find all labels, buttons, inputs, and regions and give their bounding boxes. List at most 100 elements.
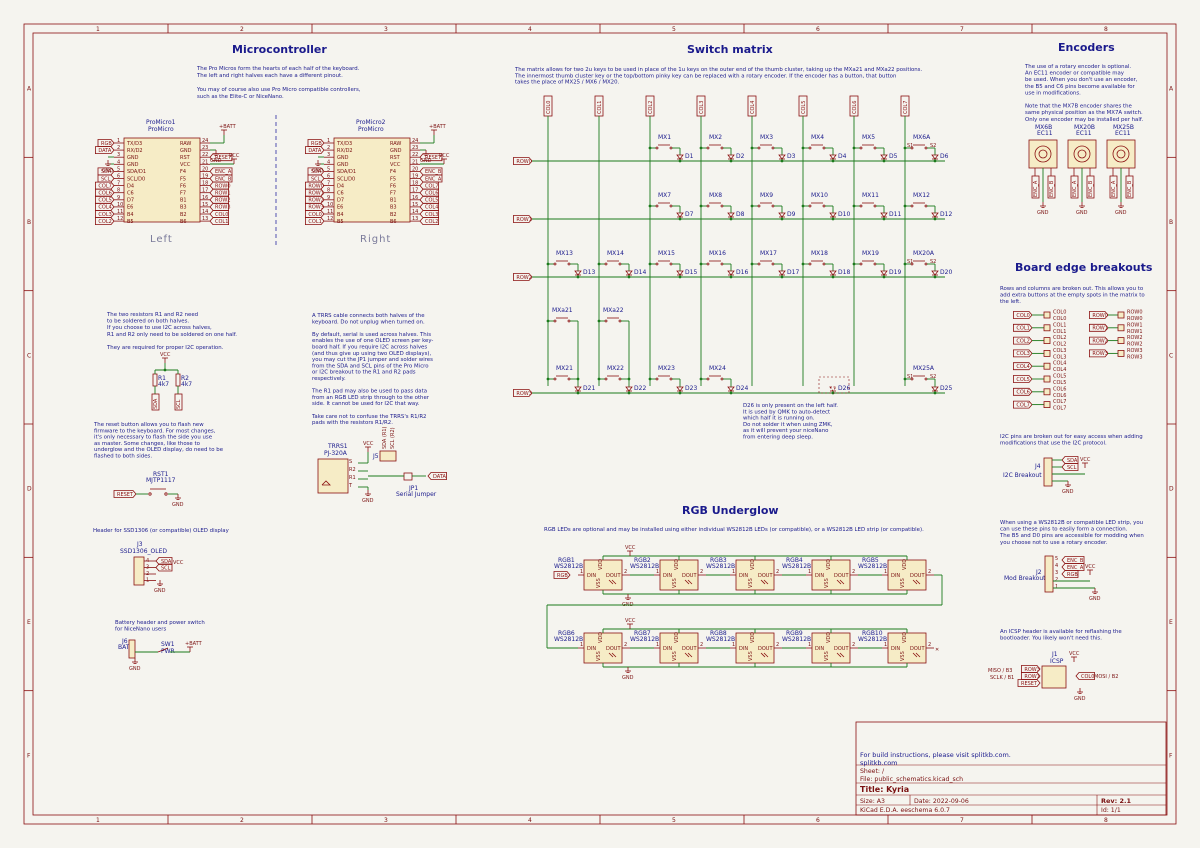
pin-name: B6 bbox=[390, 219, 397, 225]
diode-symbol bbox=[931, 212, 939, 218]
switch-ref: SW1 bbox=[161, 641, 175, 648]
net-label-col3: COL3 bbox=[1013, 349, 1033, 358]
net-label-shape bbox=[305, 188, 325, 197]
key-switch-mx1: MX1 bbox=[648, 134, 681, 155]
net-label-row1: ROW1 bbox=[209, 188, 231, 197]
encoder-value: EC11 bbox=[1076, 130, 1092, 137]
net-label-text: ROW2 bbox=[215, 198, 231, 204]
note-d26-line: D26 is only present on the left half. bbox=[743, 403, 838, 409]
trrs-pin: T bbox=[348, 483, 353, 489]
pin-name: D7 bbox=[337, 198, 344, 204]
net-label-shape bbox=[97, 174, 115, 183]
key-switch-mx20a: MX20A bbox=[903, 250, 936, 271]
net-label-col5: COL5 bbox=[95, 195, 115, 204]
diode-d16: D16 bbox=[727, 269, 748, 279]
led-dout: DOUT bbox=[910, 646, 925, 652]
junction-dot bbox=[678, 159, 682, 163]
net-label-col6: COL6 bbox=[419, 188, 439, 197]
sheet-size: Size: A3 bbox=[860, 798, 885, 805]
encoder-pin-text: ENC_B bbox=[1088, 180, 1094, 197]
note-resistors-line: The two resistors R1 and R2 need bbox=[106, 312, 198, 318]
junction-dot bbox=[831, 217, 835, 221]
net-label-shape bbox=[305, 217, 325, 225]
led-value: WS2812B bbox=[706, 636, 735, 643]
note-trrs-line: By default, serial is used across halves… bbox=[312, 332, 431, 338]
led-ref: RGB8 bbox=[710, 630, 727, 637]
net-label-shape bbox=[427, 472, 447, 480]
mcu-value: ProMicro bbox=[358, 126, 384, 133]
pin-name: E6 bbox=[127, 205, 133, 211]
pin-name: GND bbox=[127, 162, 139, 168]
encoder-shaft bbox=[1038, 149, 1048, 159]
pin-number: 2 bbox=[624, 642, 627, 648]
net-label-text: COL4 bbox=[1016, 364, 1029, 370]
mcu-ref: ProMicro2 bbox=[356, 119, 386, 126]
net-label-shape bbox=[419, 153, 443, 162]
diode-d26: D26 bbox=[818, 376, 850, 395]
pin-number: 24 bbox=[202, 138, 208, 144]
note-encoders-line: same physical position as the MX7A switc… bbox=[1025, 110, 1143, 116]
net-label-text: ROW2 bbox=[308, 198, 324, 204]
net-label-enc_a: ENC_A bbox=[419, 174, 443, 183]
pin-number: 17 bbox=[412, 188, 418, 194]
note-board_edge-line: add extra buttons at the empty spots in … bbox=[1000, 293, 1145, 299]
note-mod-line: When using a WS2812B or compatible LED s… bbox=[1000, 520, 1143, 526]
led-light-glyph bbox=[684, 652, 693, 658]
gnd-label: GND bbox=[1037, 210, 1049, 216]
junction-dot bbox=[576, 377, 580, 381]
zone-row-right: B bbox=[1169, 219, 1173, 226]
net-label-col0: COL0 bbox=[209, 210, 229, 218]
column-label-text: COL7 bbox=[903, 101, 909, 114]
net-label-reset: RESET bbox=[419, 153, 443, 162]
net-label-text: COL5 bbox=[98, 198, 111, 204]
note-d26-line: as it will prevent your niceNano bbox=[743, 428, 828, 434]
note-matrix-line: The innermost thumb cluster key or the t… bbox=[514, 73, 896, 79]
net-label-shape bbox=[1061, 570, 1079, 578]
gnd-symbol: GND bbox=[1074, 688, 1086, 702]
net-label-reset: RESET bbox=[113, 490, 137, 498]
label-box bbox=[1086, 175, 1095, 199]
led-vss: VSS bbox=[596, 578, 602, 588]
net-label-shape bbox=[95, 146, 115, 154]
junction-dot bbox=[801, 146, 805, 150]
pin-name: B2 bbox=[180, 212, 187, 218]
column-label-col1: COL1 bbox=[594, 95, 604, 117]
diode-symbol bbox=[880, 212, 888, 218]
led-light-glyph bbox=[836, 652, 845, 658]
zone-row-right: D bbox=[1169, 486, 1174, 493]
diode-ref: D10 bbox=[838, 211, 850, 218]
net-label-shape bbox=[1089, 336, 1109, 345]
led-vss: VSS bbox=[900, 651, 906, 661]
net-label-shape bbox=[307, 167, 325, 176]
key-switch-mx15: MX15 bbox=[648, 250, 681, 271]
net-label-scl: SCL bbox=[174, 393, 183, 411]
led-value: WS2812B bbox=[858, 563, 887, 570]
diode-symbol bbox=[778, 212, 786, 218]
zone-row-left: B bbox=[27, 219, 31, 226]
net-label-text: COL7 bbox=[425, 183, 438, 189]
power-symbol: VCC bbox=[160, 352, 171, 363]
key-switch-mx12: MX12 bbox=[903, 192, 936, 213]
junction-dot bbox=[576, 391, 580, 395]
pin-number: 10 bbox=[327, 202, 333, 208]
key-switch-mx7: MX7 bbox=[648, 192, 681, 213]
net-label-shape bbox=[209, 195, 229, 204]
diode-ref: D13 bbox=[583, 269, 595, 276]
led-vss: VSS bbox=[900, 578, 906, 588]
net-label-shape bbox=[305, 146, 325, 154]
trrs-jack bbox=[317, 458, 349, 494]
breakout-pad bbox=[1043, 349, 1051, 357]
diode-d23: D23 bbox=[676, 385, 697, 395]
gnd-label: GND bbox=[154, 588, 166, 594]
column-label-col7: COL7 bbox=[900, 95, 910, 117]
switch-ref: MX1 bbox=[658, 134, 671, 141]
net-label-shape bbox=[209, 217, 229, 225]
mcu-body bbox=[123, 137, 201, 223]
net-label-row2: ROW2 bbox=[305, 195, 325, 204]
breakout-pad-label: COL6 bbox=[1053, 393, 1066, 399]
switch-ref: MX4 bbox=[811, 134, 824, 141]
net-label-shape bbox=[419, 167, 443, 176]
